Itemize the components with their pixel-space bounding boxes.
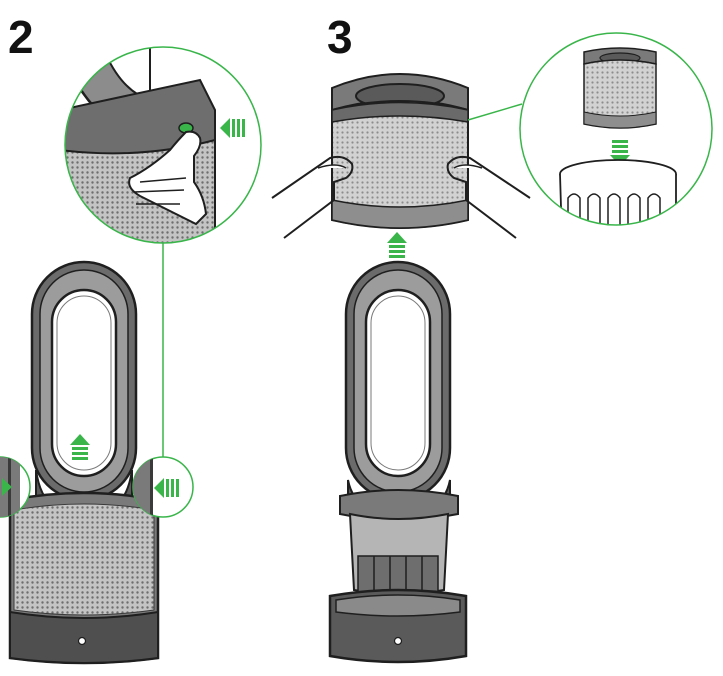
purifier-inner-step3	[339, 489, 459, 597]
filter-removed	[331, 73, 469, 229]
arrow-up-bars-icon	[70, 434, 90, 460]
purifier-loop-step3	[344, 260, 452, 502]
release-button-right-callout	[132, 456, 194, 518]
purifier-base-step3	[328, 588, 468, 664]
arrow-left-bars-icon	[154, 478, 179, 498]
step-number-2: 2	[8, 11, 34, 63]
arrow-up-bars-icon	[387, 232, 407, 258]
purifier-base-step2	[8, 491, 160, 665]
zoom-callout-release-button	[64, 46, 262, 244]
zoom-connector-line-2	[467, 103, 523, 121]
step-2-illustration	[0, 46, 262, 665]
zoom-callout-filter-disposal	[519, 32, 713, 226]
purifier-loop-step2	[30, 260, 138, 502]
arrow-left-bars-icon-zoom	[220, 118, 245, 138]
hands	[271, 155, 531, 239]
power-indicator	[77, 636, 87, 646]
step-3-illustration	[271, 32, 713, 664]
power-indicator	[393, 636, 403, 646]
arrow-right-bars-icon	[2, 478, 12, 496]
release-button-left-callout	[0, 456, 31, 518]
step-number-3: 3	[327, 11, 353, 63]
